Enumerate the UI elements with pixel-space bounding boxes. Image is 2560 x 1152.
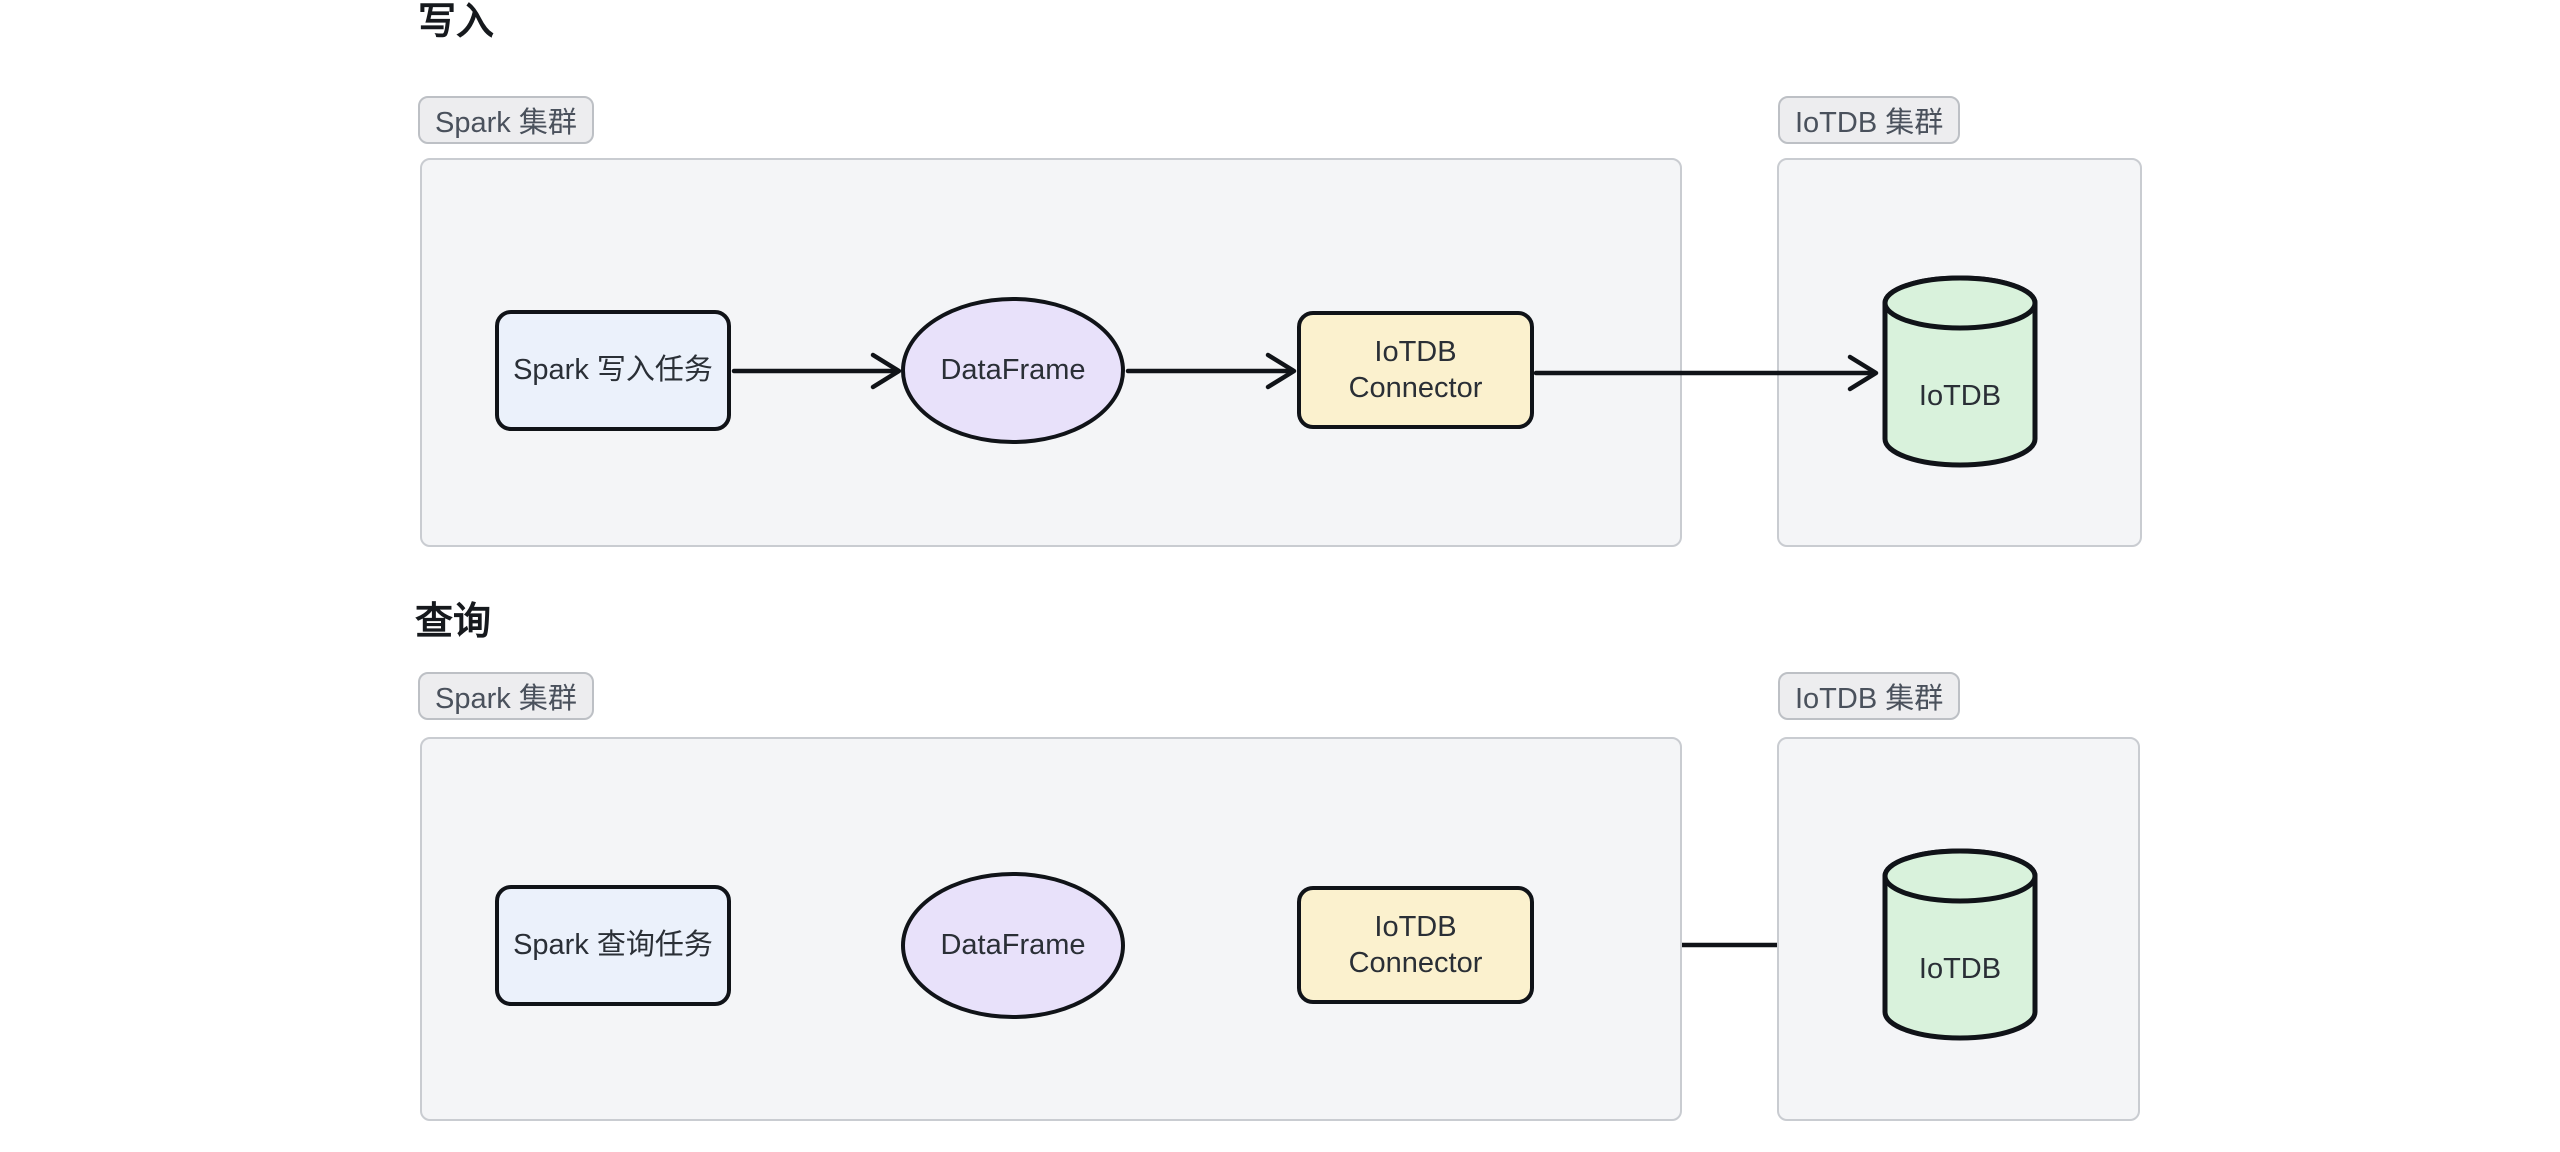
write-connector-label-line1: IoTDB <box>1374 335 1457 368</box>
write-spark-task-node: Spark 写入任务 <box>495 310 731 431</box>
write-dataframe-label: DataFrame <box>940 354 1086 387</box>
query-section-title: 查询 <box>415 601 492 643</box>
database-cylinder-icon: IoTDB <box>1882 275 2038 468</box>
write-iotdb-connector-node: IoTDB Connector <box>1297 311 1534 429</box>
write-connector-label-line2: Connector <box>1348 372 1483 404</box>
write-iotdb-database-node: IoTDB <box>1880 273 2040 471</box>
query-connector-label-line1: IoTDB <box>1374 910 1457 943</box>
query-iotdb-connector-node: IoTDB Connector <box>1297 886 1534 1004</box>
query-dataframe-label: DataFrame <box>940 929 1086 962</box>
write-database-label: IoTDB <box>1919 380 2001 412</box>
query-iotdb-database-node: IoTDB <box>1880 846 2040 1044</box>
query-spark-task-node: Spark 查询任务 <box>495 885 731 1006</box>
query-spark-cluster-badge: Spark 集群 <box>418 672 594 720</box>
query-database-label: IoTDB <box>1919 953 2001 985</box>
write-iotdb-cluster-badge: IoTDB 集群 <box>1778 96 1961 144</box>
query-iotdb-cluster-badge: IoTDB 集群 <box>1778 672 1961 720</box>
query-dataframe-node: DataFrame <box>901 872 1125 1019</box>
write-spark-task-label: Spark 写入任务 <box>513 354 713 387</box>
write-spark-cluster-badge: Spark 集群 <box>418 96 594 144</box>
write-section-title: 写入 <box>418 1 495 43</box>
query-spark-task-label: Spark 查询任务 <box>513 929 713 962</box>
write-dataframe-node: DataFrame <box>901 297 1125 444</box>
query-connector-label-line2: Connector <box>1348 947 1483 979</box>
database-cylinder-icon: IoTDB <box>1882 848 2038 1041</box>
